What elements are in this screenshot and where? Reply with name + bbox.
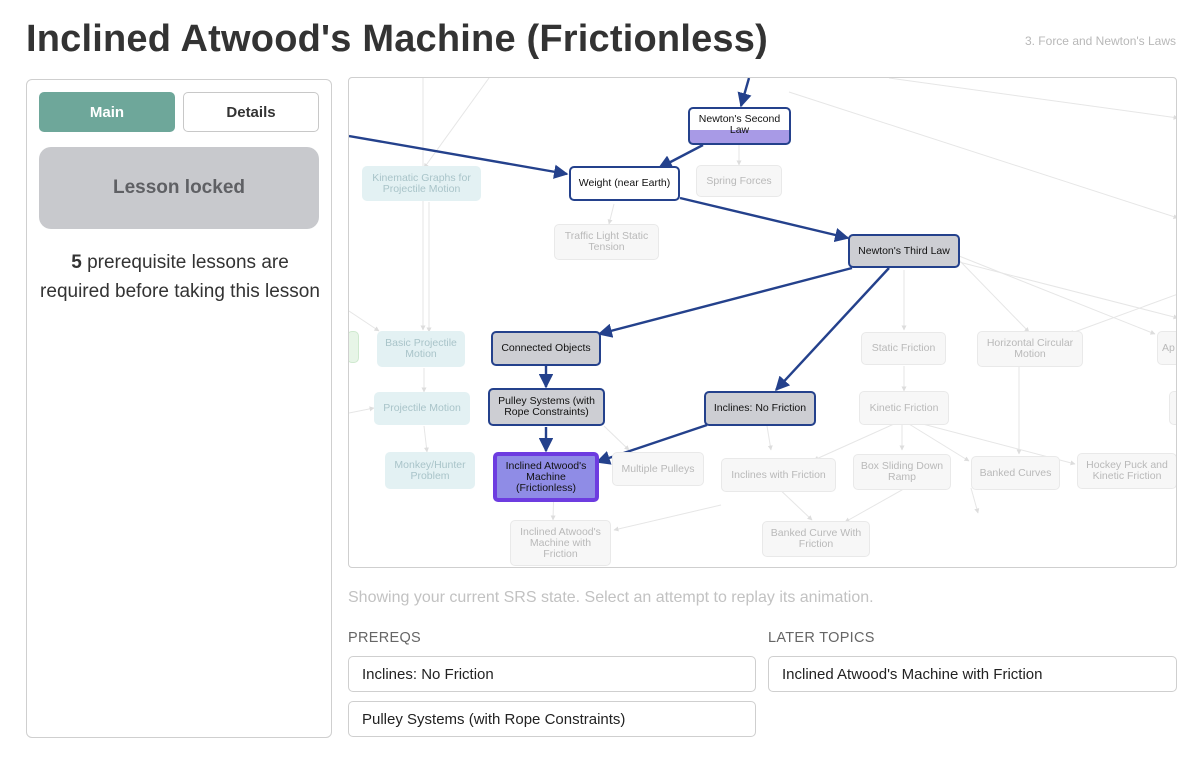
graph-node-horizontal-circular[interactable]: Horizontal Circular Motion xyxy=(977,331,1083,367)
tab-details[interactable]: Details xyxy=(183,92,319,132)
edge-active xyxy=(737,78,752,108)
prerequisite-text: prerequisite lessons are required before… xyxy=(40,252,320,302)
prereqs-heading: PREREQS xyxy=(348,630,422,646)
edge-faded xyxy=(423,78,490,169)
graph-node-offscreen-left[interactable] xyxy=(349,331,359,363)
graph-node-banked-curve-friction[interactable]: Banked Curve With Friction xyxy=(762,521,870,557)
graph-node-inclined-atwood-friction[interactable]: Inclined Atwood's Machine with Friction xyxy=(510,520,611,566)
graph-node-weight[interactable]: Weight (near Earth) xyxy=(569,166,680,201)
edge-active xyxy=(679,196,850,243)
graph-node-connected-objects[interactable]: Connected Objects xyxy=(491,331,601,366)
graph-node-multiple-pulleys[interactable]: Multiple Pulleys xyxy=(612,452,704,486)
lesson-locked-button: Lesson locked xyxy=(39,147,319,229)
prereq-item[interactable]: Inclines: No Friction xyxy=(348,656,756,692)
prerequisite-message: 5 prerequisite lessons are required befo… xyxy=(35,248,325,306)
breadcrumb[interactable]: 3. Force and Newton's Laws xyxy=(1024,34,1176,48)
graph-caption: Showing your current SRS state. Select a… xyxy=(348,589,874,606)
lesson-panel: Main Details Lesson locked 5 prerequisit… xyxy=(26,79,332,738)
edge-active xyxy=(657,143,704,170)
later-topic-item[interactable]: Inclined Atwood's Machine with Friction xyxy=(768,656,1177,692)
graph-node-inclines-with-friction[interactable]: Inclines with Friction xyxy=(721,458,836,492)
graph-node-kinematic-graphs[interactable]: Kinematic Graphs for Projectile Motion xyxy=(362,166,481,201)
prerequisite-count: 5 xyxy=(71,252,82,273)
later-topics-heading: LATER TOPICS xyxy=(768,630,875,646)
graph-node-spring-forces[interactable]: Spring Forces xyxy=(696,165,782,197)
graph-node-kinetic-friction[interactable]: Kinetic Friction xyxy=(859,391,949,425)
edge-active xyxy=(597,266,853,338)
graph-node-inclines-no-friction[interactable]: Inclines: No Friction xyxy=(704,391,816,426)
edge-active xyxy=(775,267,890,392)
graph-node-traffic-light[interactable]: Traffic Light Static Tension xyxy=(554,224,659,260)
graph-node-inclined-atwood-current[interactable]: Inclined Atwood's Machine (Frictionless) xyxy=(493,452,599,502)
graph-node-pulley-systems[interactable]: Pulley Systems (with Rope Constraints) xyxy=(488,388,605,426)
graph-node-banked-curves[interactable]: Banked Curves xyxy=(971,456,1060,490)
graph-node-projectile-motion[interactable]: Projectile Motion xyxy=(374,392,470,425)
graph-node-box-sliding[interactable]: Box Sliding Down Ramp xyxy=(853,454,951,490)
graph-node-monkey-hunter[interactable]: Monkey/Hunter Problem xyxy=(385,452,475,489)
graph-node-static-friction[interactable]: Static Friction xyxy=(861,332,946,365)
graph-node-basic-projectile[interactable]: Basic Projectile Motion xyxy=(377,331,465,367)
graph-node-offscreen-right[interactable] xyxy=(1169,391,1176,425)
graph-node-hockey-puck[interactable]: Hockey Puck and Kinetic Friction xyxy=(1077,453,1176,489)
graph-node-newtons-third-law[interactable]: Newton's Third Law xyxy=(848,234,960,268)
knowledge-graph[interactable]: Newton's Second Law Weight (near Earth) … xyxy=(348,77,1177,568)
graph-node-ap[interactable]: Ap xyxy=(1157,331,1176,365)
graph-node-newtons-second-law[interactable]: Newton's Second Law xyxy=(688,107,791,145)
lesson-locked-label: Lesson locked xyxy=(113,177,245,198)
prereq-item[interactable]: Pulley Systems (with Rope Constraints) xyxy=(348,701,756,737)
graph-edges xyxy=(349,78,1176,532)
tab-main[interactable]: Main xyxy=(39,92,175,132)
page-title: Inclined Atwood's Machine (Frictionless) xyxy=(26,18,768,60)
edge-active xyxy=(349,134,569,179)
